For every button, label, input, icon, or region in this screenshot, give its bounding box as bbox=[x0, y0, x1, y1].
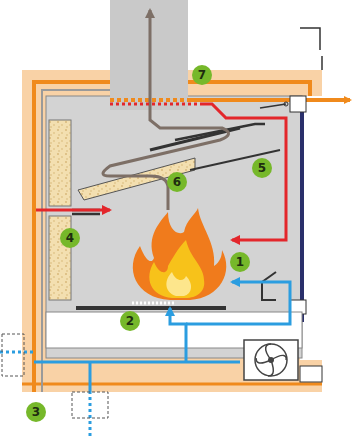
callout-text: 7 bbox=[198, 69, 206, 81]
callout-number: 6 bbox=[167, 172, 187, 192]
callout-text: 3 bbox=[32, 406, 40, 418]
callout-number: 2 bbox=[120, 311, 140, 331]
callout-text: 2 bbox=[126, 315, 134, 327]
callout-text: 4 bbox=[66, 232, 74, 244]
callout-number: 5 bbox=[252, 158, 272, 178]
callout-number: 3 bbox=[26, 402, 46, 422]
callout-number: 4 bbox=[60, 228, 80, 248]
callout-text: 1 bbox=[236, 256, 244, 268]
callout-number: 7 bbox=[192, 65, 212, 85]
callout-text: 6 bbox=[173, 176, 181, 188]
callout-text: 5 bbox=[258, 162, 266, 174]
callout-number: 1 bbox=[230, 252, 250, 272]
